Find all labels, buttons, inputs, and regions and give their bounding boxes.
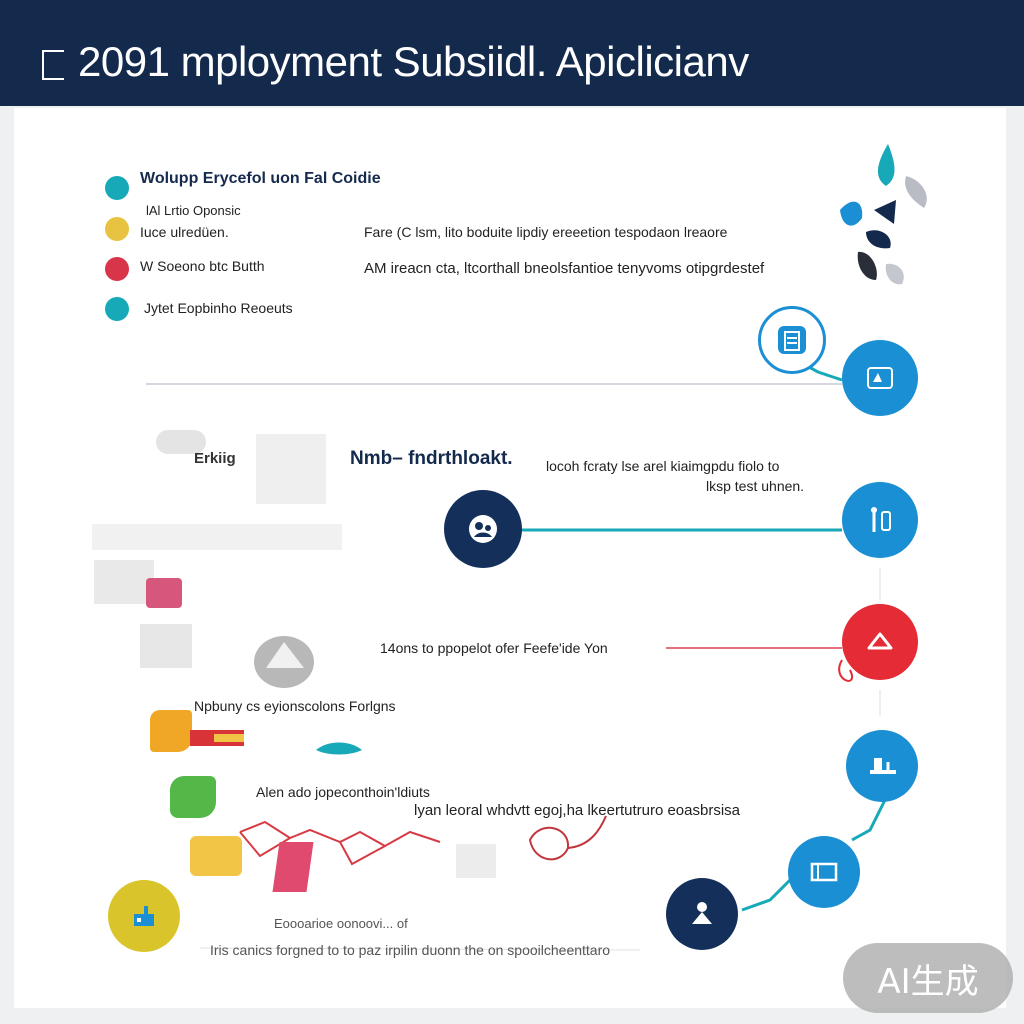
- legend-note-2: AM ireacn cta, ltcorthall bneolsfantioe …: [364, 260, 765, 277]
- ai-generated-badge: AI生成: [843, 943, 1013, 1013]
- pink-block-graphic: [146, 578, 182, 608]
- faded-machine-graphic: [140, 624, 192, 668]
- step-label-3: Alen ado jopeconthoin'ldiuts: [256, 784, 430, 800]
- teal-wave-icon: [316, 742, 362, 755]
- yellow-block-graphic: [190, 836, 242, 876]
- mid-desc-line-1: locoh fcraty lse arel kiaimgpdu fiolo to: [546, 458, 780, 474]
- legend-dot-red: [105, 257, 129, 281]
- legend-label-1: Wolupp Erycefol uon Fal Coidie: [140, 170, 381, 187]
- screen-icon: [810, 862, 838, 882]
- node-desk[interactable]: [846, 730, 918, 802]
- legend-dot-teal: [105, 176, 129, 200]
- node-people[interactable]: [444, 490, 522, 568]
- mid-center-label: Nmb– fndrthloakt.: [350, 448, 513, 469]
- node-person[interactable]: [666, 878, 738, 950]
- faded-gear-graphic: [156, 430, 206, 454]
- step-label-2: Npbuny cs eyionscolons Forlgns: [194, 698, 396, 714]
- mid-left-label: Erkiig: [194, 450, 236, 467]
- header-bar: 2091 mployment Subsiidl. Apiclicianv: [0, 0, 1024, 106]
- legend-label-5: Jytet Eopbinho Reoeuts: [144, 300, 293, 316]
- tools-icon: [871, 507, 891, 532]
- legend-dot-teal-2: [105, 297, 129, 321]
- node-document[interactable]: [758, 306, 826, 374]
- step-label-5: Eoooarioe oonoovi... of: [274, 916, 408, 931]
- page-title: 2091 mployment Subsiidl. Apiclicianv: [78, 38, 749, 85]
- step-label-4: lyan leoral whdvtt egoj,ha lkeertutruro …: [414, 802, 741, 819]
- orange-block-graphic: [150, 710, 192, 752]
- node-tools[interactable]: [842, 482, 918, 558]
- legend-label-3: Iuce ulredüen.: [140, 224, 229, 240]
- node-id-card[interactable]: [842, 340, 918, 416]
- node-house[interactable]: [842, 604, 918, 680]
- pink-shard-graphic: [272, 842, 314, 892]
- factory-icon: [134, 906, 154, 926]
- funnel-icon: [254, 636, 314, 688]
- id-card-icon: [867, 367, 893, 389]
- node-screen[interactable]: [788, 836, 860, 908]
- node-factory[interactable]: [108, 880, 180, 952]
- step-label-6: Iris canics forgned to to paz irpilin du…: [210, 942, 611, 958]
- faded-panel-graphic: [256, 434, 326, 504]
- faded-dog-graphic: [456, 844, 496, 878]
- legend-label-4: W Soeono btc Butth: [140, 258, 265, 274]
- faded-bar-graphic: [92, 524, 342, 550]
- document-icon: [778, 326, 806, 354]
- legend-note-1: Fare (C lsm, lito boduite lipdiy ereeeti…: [364, 224, 728, 240]
- mid-desc-line-2: lksp test uhnen.: [706, 478, 805, 494]
- faded-block-graphic: [94, 560, 154, 604]
- header-bracket-icon: [42, 50, 64, 80]
- yellow-bar-graphic: [214, 734, 244, 742]
- legend-dot-yellow: [105, 217, 129, 241]
- legend-label-2: lAl Lrtio Oponsic: [146, 203, 241, 218]
- step-label-1: 14ons to ppopelot ofer Feefe'ide Yon: [380, 640, 608, 656]
- green-block-graphic: [170, 776, 216, 818]
- house-icon: [867, 632, 893, 650]
- person-icon: [692, 902, 712, 924]
- desk-icon: [870, 758, 896, 774]
- people-icon: [469, 515, 497, 543]
- abstract-logo-icon: [840, 144, 927, 285]
